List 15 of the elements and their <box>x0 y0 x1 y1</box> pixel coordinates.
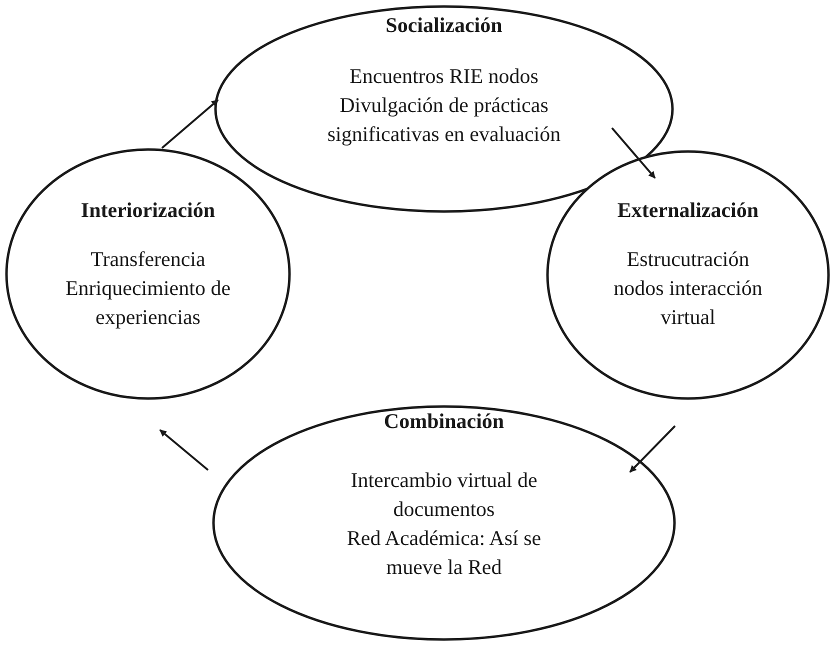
arrow <box>629 425 676 473</box>
stage-description: Red Académica: Así se mueve la Red <box>346 525 542 581</box>
arrow <box>611 127 656 179</box>
stage-description: Enriquecimiento de experiencias <box>64 275 232 331</box>
stage-title: Combinación <box>382 408 506 435</box>
stage-title: Externalización <box>616 197 760 224</box>
arrow <box>161 99 219 149</box>
stage-description: Divulgación de prácticas significativas en evaluación <box>326 92 562 148</box>
stage-title: Interiorización <box>80 197 216 224</box>
stage-title: Socialización <box>384 12 504 39</box>
stage-description: Estrucutración nodos interacción virtual <box>612 246 764 331</box>
arrow <box>159 429 209 471</box>
stage-description: Encuentros RIE nodos <box>348 63 540 90</box>
stage-description: Intercambio virtual de documentos <box>350 467 538 523</box>
stage-description: Transferencia <box>90 246 206 273</box>
